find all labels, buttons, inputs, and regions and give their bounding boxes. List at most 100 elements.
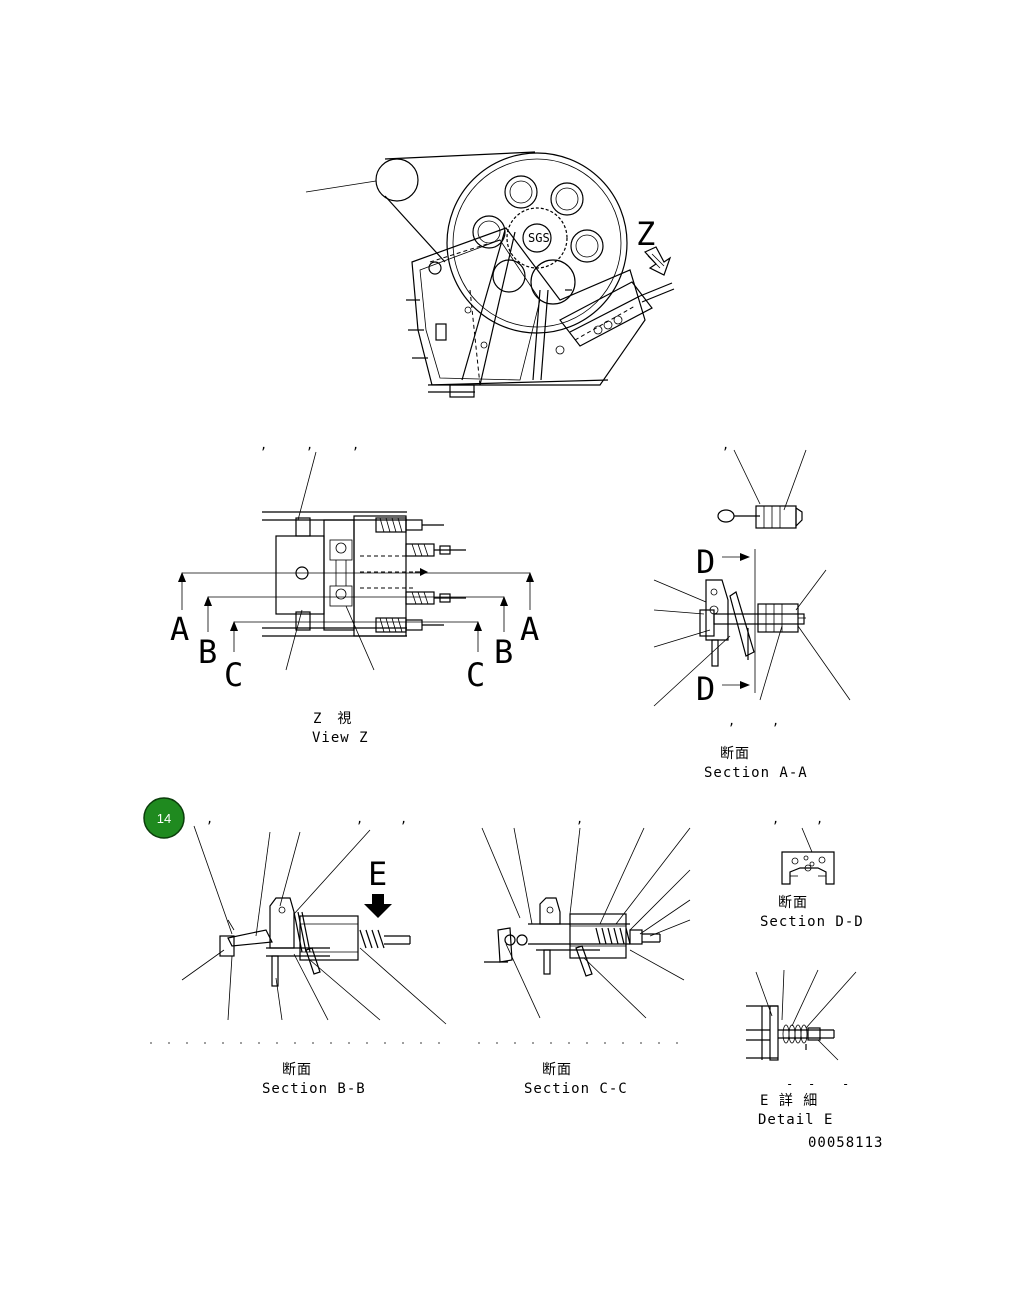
spring-housing <box>299 915 359 961</box>
section-cc-caption-en: Section C-C <box>524 1081 628 1097</box>
flywheel-hole <box>530 259 576 305</box>
leader-line <box>275 977 283 1021</box>
belt-lower <box>384 195 446 263</box>
pitman <box>461 229 506 381</box>
view-z-caption-jp: Z 視 <box>313 711 352 727</box>
pin <box>335 542 347 554</box>
section-b-b: , , , E 断面 <box>150 812 456 1097</box>
section-b-left-label: B <box>198 633 217 671</box>
detail-e: --- E 詳 細 Detail E <box>746 969 857 1128</box>
leader-line <box>781 969 785 1021</box>
section-a-left-label: A <box>170 610 189 648</box>
leader-line <box>279 831 301 907</box>
bracket-body <box>705 579 729 641</box>
leader-line <box>791 969 819 1027</box>
spring <box>593 325 603 335</box>
pitman <box>479 231 516 386</box>
section-bb-caption-jp: 断面 <box>282 1062 312 1078</box>
spring <box>603 320 613 330</box>
spring-housing <box>757 603 799 633</box>
section-b-right-label: B <box>494 633 513 671</box>
svg-text:,: , <box>400 812 407 826</box>
svg-text:,: , <box>772 812 779 826</box>
clevis <box>329 539 353 561</box>
pin <box>516 934 528 946</box>
leader-line <box>653 609 705 615</box>
section-c-c: , 断面 Section C-C <box>478 812 694 1097</box>
callout-14: 14 <box>143 797 185 839</box>
leader-line <box>755 971 773 1017</box>
view-z-caption-en: View Z <box>312 730 369 746</box>
svg-text:,: , <box>772 714 779 728</box>
toggle-link <box>729 591 755 657</box>
leader-line <box>817 1039 839 1061</box>
clevis-block <box>781 851 835 885</box>
leader-line <box>795 569 827 611</box>
lever <box>227 929 273 947</box>
leader-line <box>639 899 691 935</box>
leader-line <box>505 943 541 1019</box>
svg-text:-: - <box>786 1077 793 1091</box>
leader-line <box>297 451 317 521</box>
tension-rod <box>569 295 641 333</box>
section-d-bottom-label: D <box>696 670 715 708</box>
nut <box>807 1027 821 1041</box>
leader-line <box>629 869 691 931</box>
svg-text:,: , <box>306 438 313 452</box>
bracket-body <box>269 897 295 949</box>
leader-line <box>255 831 271 937</box>
svg-text:,: , <box>816 812 823 826</box>
pin <box>428 261 442 275</box>
hub-gear <box>506 207 568 269</box>
nut <box>405 619 423 631</box>
leader-line <box>805 971 857 1029</box>
section-c-right-label: C <box>466 656 485 694</box>
leader-line <box>181 949 225 981</box>
bracket-body <box>539 897 561 925</box>
leader-line <box>801 827 813 853</box>
detail-e-label: E <box>368 855 387 893</box>
section-d-top-label: D <box>696 543 715 581</box>
leg <box>271 955 279 987</box>
leader-line <box>359 947 447 1025</box>
eye-bolt <box>717 509 735 523</box>
flywheel-hole-inner <box>509 180 533 204</box>
main-assembly-view: SGS Z <box>305 151 675 398</box>
pin <box>335 588 347 600</box>
block <box>275 535 325 615</box>
flywheel-hole <box>492 259 526 293</box>
section-a-right-label: A <box>520 610 539 648</box>
svg-text:,: , <box>722 438 729 452</box>
link <box>575 945 593 977</box>
rod-end <box>639 282 673 297</box>
flywheel-hole <box>550 182 584 216</box>
arrow-hatch <box>647 255 661 269</box>
svg-text:,: , <box>352 438 359 452</box>
arrow-icon <box>740 553 750 561</box>
callout-circle <box>143 797 185 839</box>
leader-line <box>293 953 329 1021</box>
leader-line <box>733 449 761 505</box>
callout-number: 14 <box>157 811 171 826</box>
flywheel-hole <box>504 175 538 209</box>
spring-housing <box>569 913 627 959</box>
bracket <box>435 323 447 341</box>
svg-text:-: - <box>842 1077 849 1091</box>
bracket <box>295 611 311 631</box>
leader-line <box>783 449 807 511</box>
flywheel-hole-inner <box>575 234 599 258</box>
spring-coils <box>595 927 631 945</box>
flywheel-hole-inner <box>477 220 501 244</box>
leader-line <box>759 625 783 701</box>
clevis <box>329 585 353 607</box>
tension-rod-housing <box>559 281 653 347</box>
leader-line <box>629 949 685 981</box>
pin <box>480 341 488 349</box>
leader-line <box>653 579 707 603</box>
svg-text:,: , <box>260 438 267 452</box>
view-z-label: Z <box>636 215 655 253</box>
drawing-number: 00058113 <box>808 1135 883 1151</box>
leader-line <box>293 829 371 915</box>
leader-line <box>285 609 303 671</box>
